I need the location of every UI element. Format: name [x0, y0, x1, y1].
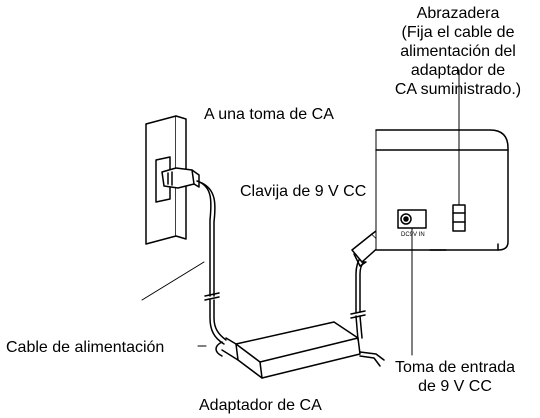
jack-label-line: de 9 V CC: [418, 378, 492, 395]
outlet-label: A una toma de CA: [204, 106, 334, 123]
jack-label: Toma de entrada de 9 V CC: [380, 358, 530, 396]
clamp-label-line: alimentación del: [400, 43, 516, 60]
dc-cord: [350, 257, 385, 367]
power-cord: [196, 180, 227, 345]
device-body: [375, 129, 509, 251]
clamp-label-line: (Fija el cable de: [401, 24, 515, 41]
power-cord-label: Cable de alimentación: [6, 339, 165, 356]
wall-plug: [161, 167, 200, 189]
clamp-label-line: Abrazadera: [416, 5, 500, 22]
leader-cord-top: [141, 261, 205, 301]
clamp-label-line: CA suministrado.): [394, 81, 522, 98]
clamp-label-line: adaptador de: [410, 62, 506, 79]
plug-label: Clavija de 9 V CC: [240, 183, 367, 200]
ac-adapter: [215, 321, 361, 379]
jack-marking: DC9V IN: [401, 232, 425, 238]
jack-label-line: Toma de entrada: [394, 359, 516, 376]
clamp-label: Abrazadera (Fija el cable de alimentació…: [368, 4, 540, 99]
adapter-label: Adaptador de CA: [199, 397, 322, 414]
